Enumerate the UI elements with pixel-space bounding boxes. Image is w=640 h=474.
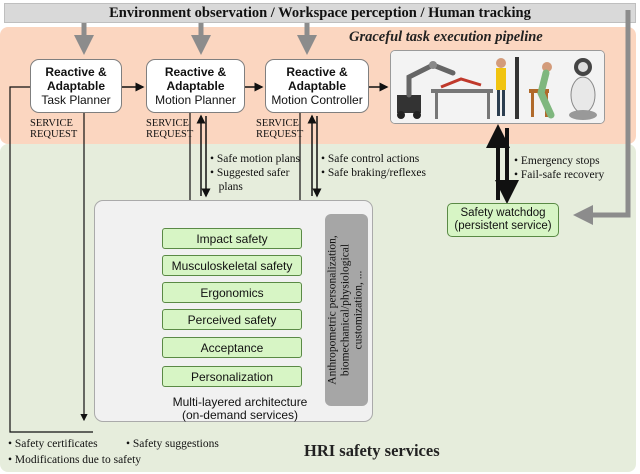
service-request-motion-line1: SERVICE: [146, 118, 189, 129]
service-request-motion-line2: REQUEST: [146, 129, 194, 140]
personalization-note-line2: biomechanical/physiological: [339, 243, 352, 377]
service-request-label-task: SERVICE REQUEST: [30, 118, 77, 140]
layer-acceptance: Acceptance: [162, 337, 302, 358]
output-safety-suggestions: • Safety suggestions: [126, 438, 219, 450]
watchdog-line1: Safety watchdog: [460, 207, 546, 219]
note-safe-control-actions: • Safe control actions: [321, 153, 420, 165]
pipeline-title: Graceful task execution pipeline: [349, 29, 543, 45]
motion-planner-line3: Motion Planner: [155, 93, 236, 107]
personalization-note-line3: customization, ...: [352, 270, 365, 350]
motion-controller-line2: Adaptable: [287, 79, 346, 93]
motion-planner-line2: Adaptable: [166, 79, 225, 93]
output-safety-certificates: • Safety certificates: [8, 438, 98, 450]
service-request-task-line1: SERVICE: [30, 118, 73, 129]
service-request-task-line2: REQUEST: [30, 129, 78, 140]
watchdog-notes: • Emergency stops • Fail-safe recovery: [514, 154, 604, 182]
task-planner-loop: [9, 86, 93, 433]
motion-planner-line1: Reactive &: [164, 65, 227, 79]
layer-impact-safety: Impact safety: [162, 228, 302, 249]
motion-controller-module: Reactive & Adaptable Motion Controller: [265, 59, 369, 113]
perception-arrow-watchdog: [573, 10, 631, 225]
note-suggested-safer: • Suggested safer: [210, 167, 290, 179]
layer-ergonomics: Ergonomics: [162, 282, 302, 303]
service-request-label-motion: SERVICE REQUEST: [146, 118, 193, 140]
personalization-note: Anthropometric personalization, biomecha…: [327, 218, 366, 402]
service-request-control-line2: REQUEST: [256, 129, 304, 140]
personalization-note-box: [325, 214, 368, 406]
output-modifications: • Modifications due to safety: [8, 454, 142, 466]
motion-controller-line1: Reactive &: [286, 65, 348, 79]
personalization-note-line1: Anthropometric personalization,: [326, 235, 339, 385]
task-planner-module: Reactive & Adaptable Task Planner: [30, 59, 122, 113]
service-request-label-control: SERVICE REQUEST: [256, 118, 303, 140]
architecture-caption-line1: Multi-layered architecture: [172, 395, 308, 409]
note-emergency-stops: • Emergency stops: [514, 155, 600, 167]
motion-controller-notes: • Safe control actions • Safe braking/re…: [321, 152, 426, 180]
service-request-control-line1: SERVICE: [256, 118, 299, 129]
note-safe-braking: • Safe braking/reflexes: [321, 167, 426, 179]
architecture-caption-line2: (on-demand services): [181, 408, 299, 422]
robot-scene-image: [390, 50, 605, 124]
layer-musculoskeletal-safety: Musculoskeletal safety: [162, 255, 302, 276]
motion-planner-notes: • Safe motion plans • Suggested safer pl…: [210, 152, 300, 194]
motion-controller-line3: Motion Controller: [271, 93, 363, 107]
architecture-caption: Multi-layered architecture (on-demand se…: [150, 396, 330, 422]
safety-watchdog: Safety watchdog (persistent service): [447, 203, 559, 237]
motion-planner-module: Reactive & Adaptable Motion Planner: [146, 59, 245, 113]
layer-personalization: Personalization: [162, 366, 302, 387]
note-fail-safe-recovery: • Fail-safe recovery: [514, 169, 605, 181]
watchdog-line2: (persistent service): [454, 220, 552, 232]
layer-perceived-safety: Perceived safety: [162, 309, 302, 330]
note-plans: plans: [210, 181, 243, 193]
task-planner-line3: Task Planner: [41, 93, 111, 107]
task-planner-line1: Reactive &: [45, 65, 107, 79]
note-safe-motion-plans: • Safe motion plans: [210, 153, 300, 165]
robot-illustration: [391, 51, 604, 123]
task-planner-line2: Adaptable: [46, 79, 105, 93]
perception-banner: Environment observation / Workspace perc…: [4, 3, 636, 23]
services-title: HRI safety services: [304, 441, 440, 460]
